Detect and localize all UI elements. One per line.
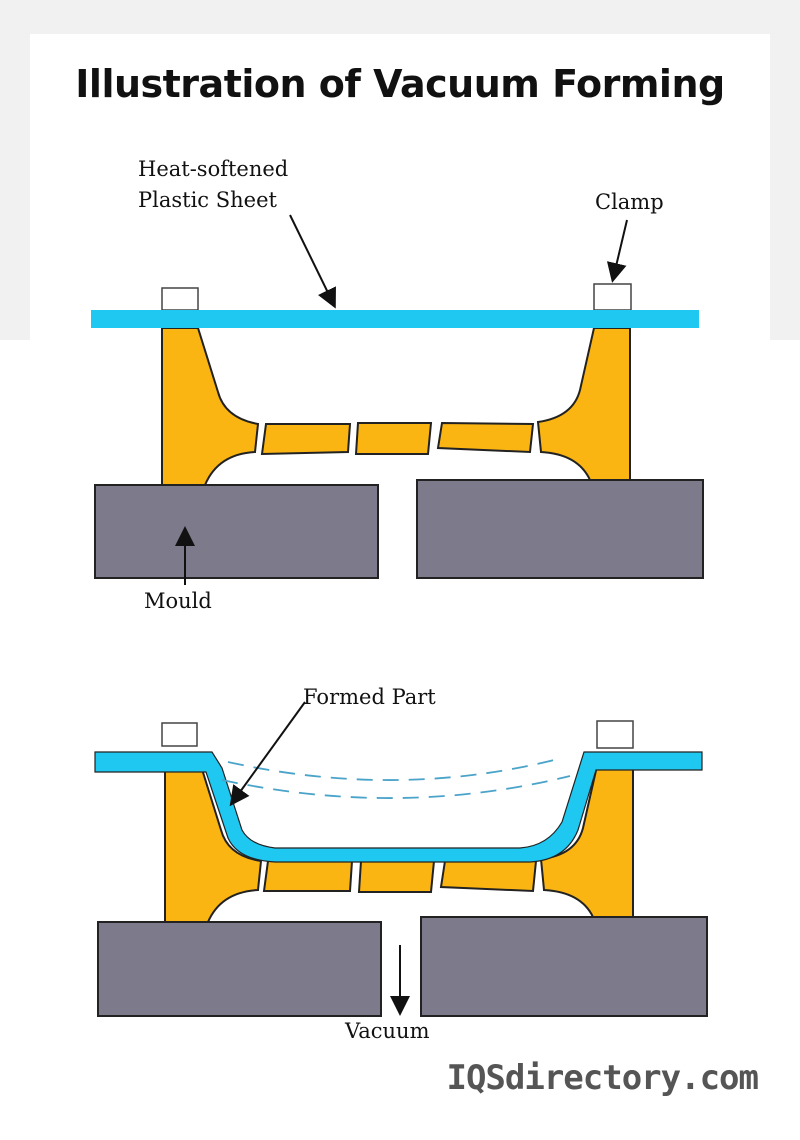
mould-frame-right-bottom	[539, 765, 634, 918]
mould-frame-left	[161, 327, 260, 486]
stage-after-forming: Formed Part Vacuum	[94, 685, 708, 1043]
mould-base-right	[416, 479, 704, 579]
mould-frame-left-bottom	[164, 765, 263, 923]
diagram-title: Illustration of Vacuum Forming	[75, 62, 725, 106]
dashed-sheet-position-upper	[227, 757, 563, 781]
mould-block-2-bottom	[357, 860, 436, 893]
arrow-clamp	[606, 219, 628, 283]
arrow-plastic-sheet	[289, 214, 336, 309]
mould-frame-right	[536, 327, 631, 481]
mould-base-left	[94, 484, 379, 579]
plastic-sheet	[91, 310, 699, 328]
brand-watermark: IQSdirectory.com	[446, 1058, 759, 1098]
clamp-left-bottom	[161, 722, 198, 747]
label-vacuum: Vacuum	[344, 1019, 430, 1043]
mould-block-1	[260, 423, 352, 456]
mould-base-left-bottom	[97, 921, 382, 1017]
label-formed-part: Formed Part	[303, 685, 436, 709]
clamp-right-bottom	[596, 720, 634, 749]
label-mould: Mould	[144, 589, 212, 613]
mould-block-1-bottom	[262, 860, 354, 892]
label-clamp: Clamp	[595, 190, 664, 214]
mould-block-3	[436, 421, 535, 454]
mould-block-2	[354, 422, 433, 455]
label-plastic-sheet-line2: Plastic Sheet	[138, 188, 278, 212]
stage-before-forming: Heat-softened Plastic Sheet Clamp Mould	[91, 157, 704, 613]
mould-base-right-bottom	[420, 916, 708, 1017]
arrow-formed-part	[229, 701, 306, 807]
label-plastic-sheet-line1: Heat-softened	[138, 157, 288, 181]
clamp-right-top	[593, 283, 632, 311]
clamp-left-top	[161, 287, 199, 311]
formed-part-sheet	[94, 751, 703, 863]
mould-block-3-bottom	[439, 860, 538, 893]
